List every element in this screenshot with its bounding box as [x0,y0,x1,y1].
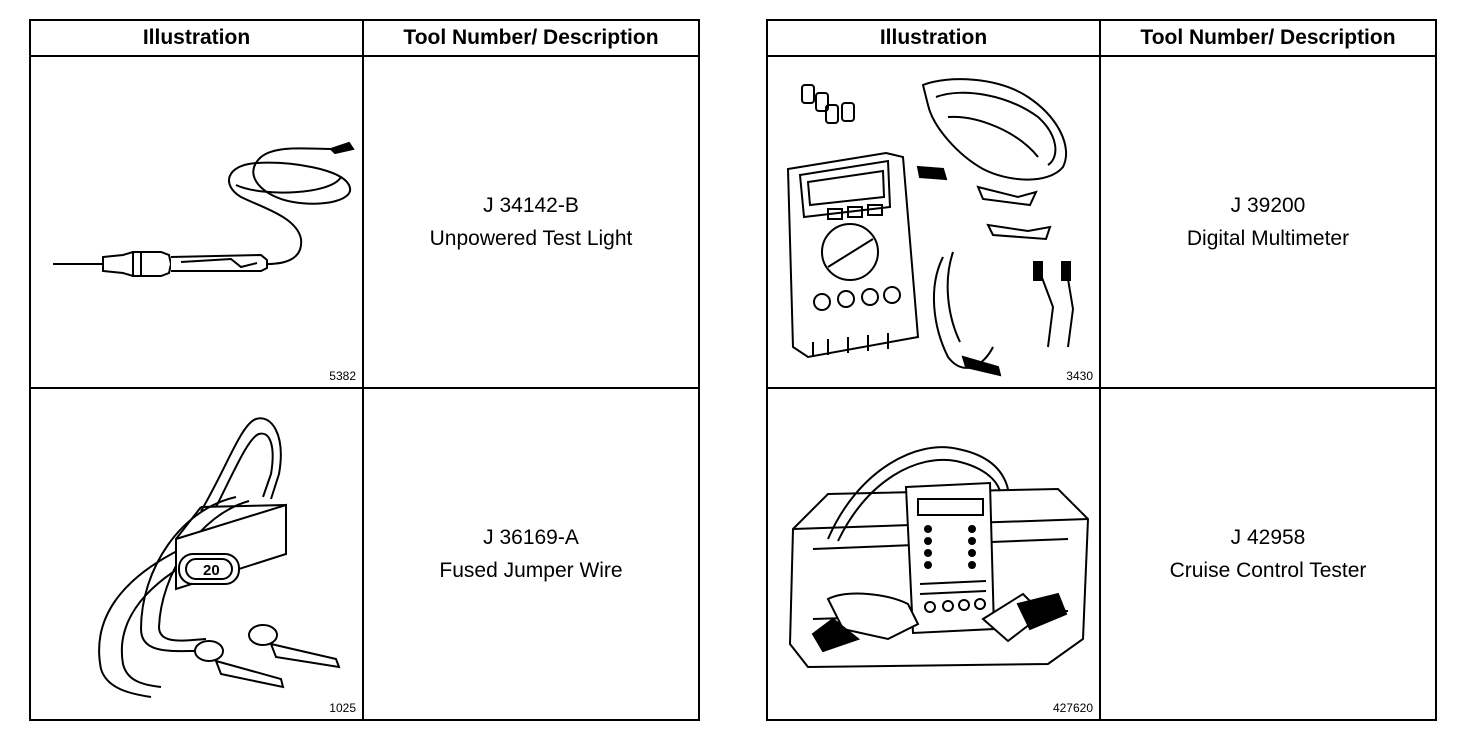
fused-jumper-wire-icon: 20 [98,417,341,698]
tool-table-left: Illustration Tool Number/ Description 53… [29,19,700,721]
illustration-cell: 3430 [766,55,1101,389]
tool-table-right: Illustration Tool Number/ Description [766,19,1437,721]
figure-number: 427620 [1052,701,1093,715]
tool-number: J 34142-B [483,194,579,217]
illustration-cell: 5382 [29,55,364,389]
figure-number: 5382 [329,369,356,383]
tool-description: Digital Multimeter [1186,227,1350,250]
figure-number: 1025 [329,701,356,715]
figure-number: 3430 [1066,369,1093,383]
test-light-icon [53,141,355,277]
illustration-cell: 427620 [766,387,1101,721]
description-cell: J 39200 Digital Multimeter [1099,55,1437,389]
tool-number: J 42958 [1230,526,1306,549]
table-row: 427620 J 42958 Cruise Control Tester [766,387,1437,721]
description-cell: J 42958 Cruise Control Tester [1099,387,1437,721]
illustration-cell: 20 1025 [29,387,364,721]
tool-description: Cruise Control Tester [1169,559,1367,582]
description-cell: J 36169-A Fused Jumper Wire [362,387,700,721]
table-row: 5382 J 34142-B Unpowered Test Light [29,55,700,389]
table-row: 3430 J 39200 Digital Multimeter [766,55,1437,389]
tool-description: Fused Jumper Wire [439,559,623,582]
digital-multimeter-icon [786,78,1075,377]
tool-description-header: Tool Number/ Description [362,19,700,57]
illustration-header: Illustration [766,19,1101,57]
cruise-control-tester-icon [788,446,1090,669]
illustration-header: Illustration [29,19,364,57]
table-row: 20 1025 J 36169-A Fused Jumper Wire [29,387,700,721]
svg-text:20: 20 [203,562,220,579]
tool-description-header: Tool Number/ Description [1099,19,1437,57]
tool-number: J 36169-A [483,526,579,549]
tool-number: J 39200 [1230,194,1306,217]
tool-description: Unpowered Test Light [429,227,633,250]
description-cell: J 34142-B Unpowered Test Light [362,55,700,389]
